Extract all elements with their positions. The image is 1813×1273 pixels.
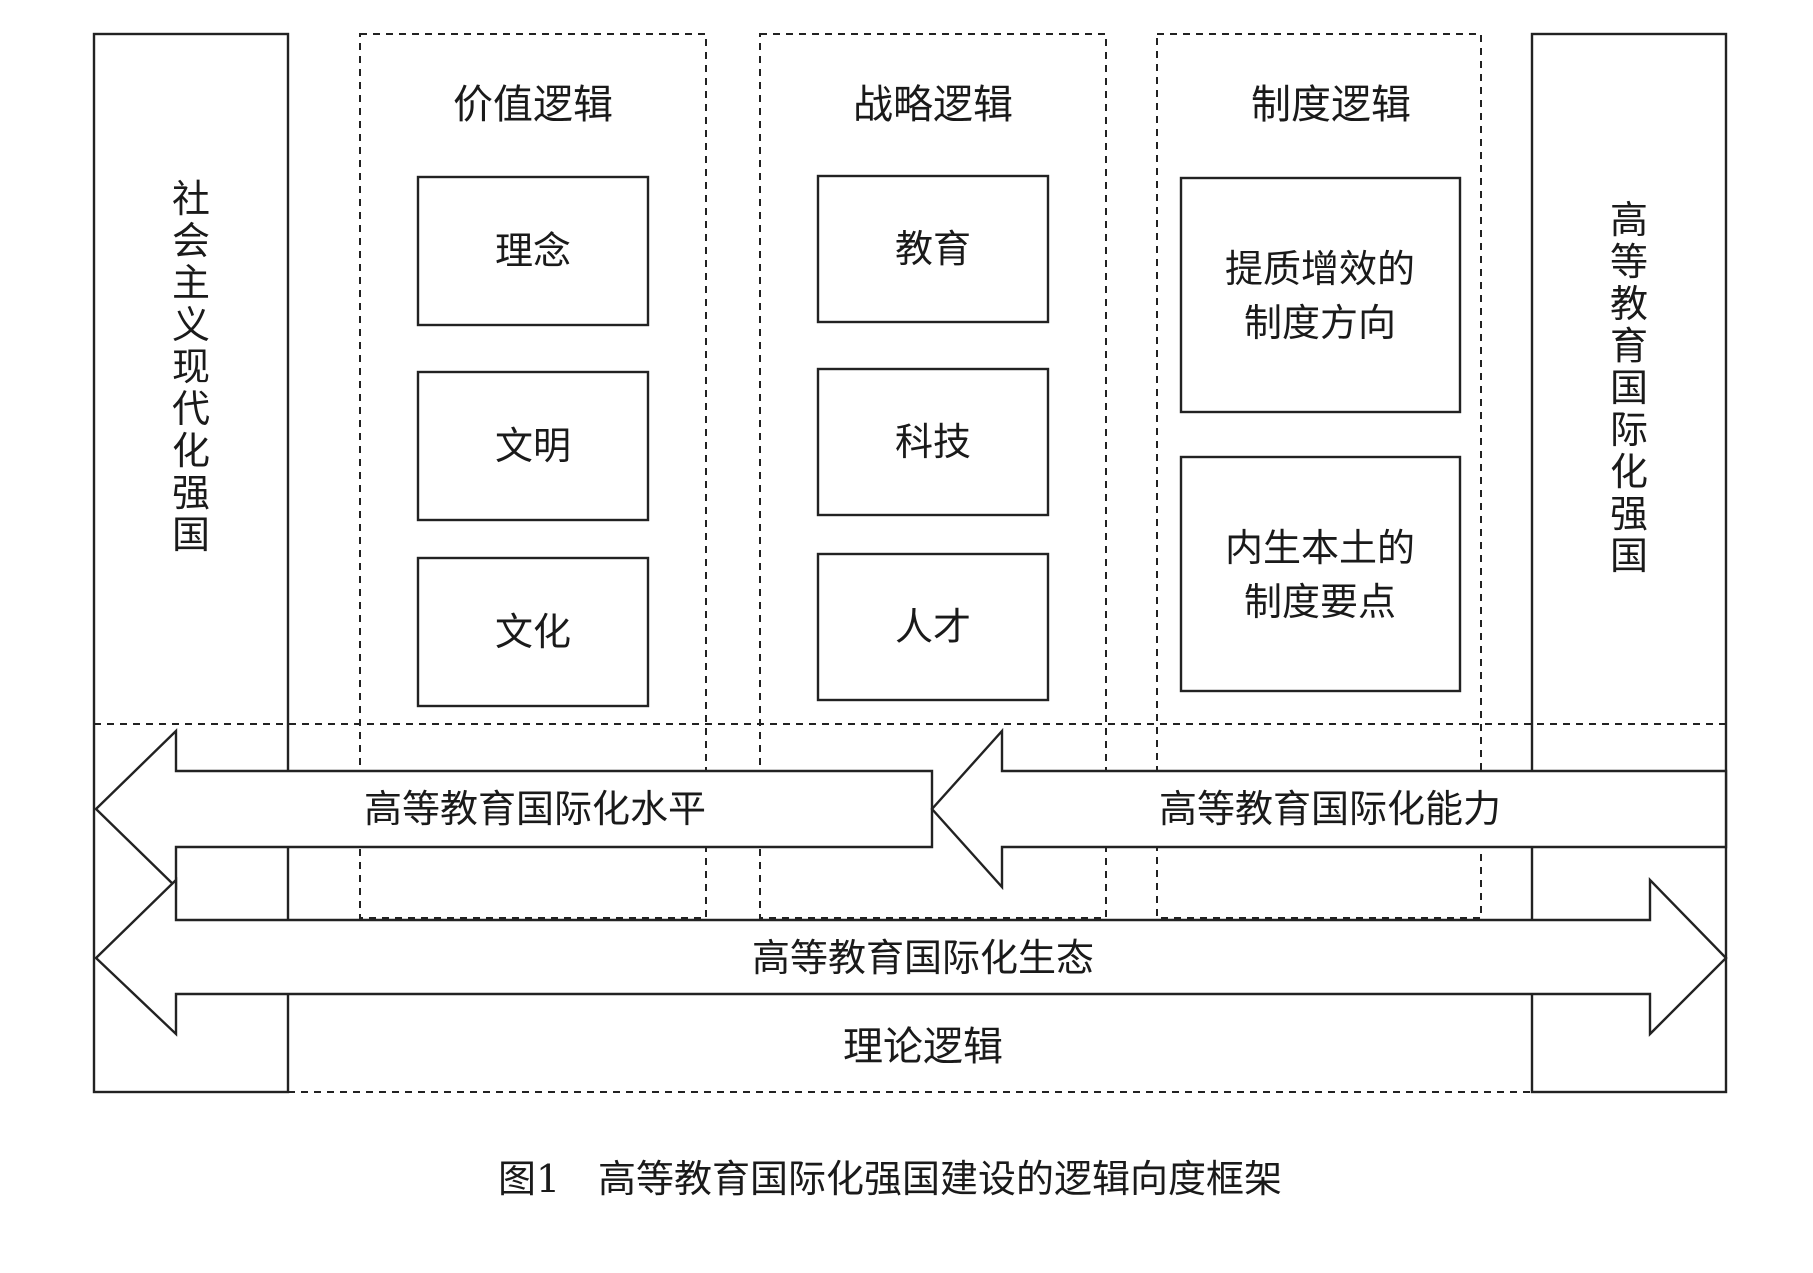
value-logic-column — [359, 33, 707, 919]
box-talent-label: 人才 — [895, 605, 971, 649]
theory-logic-label: 理论逻辑 — [843, 1024, 1003, 1070]
box-quality-efficiency-line2: 制度方向 — [1244, 301, 1396, 345]
box-civilization-label: 文明 — [495, 424, 571, 468]
box-concept-label: 理念 — [495, 229, 571, 273]
strategy-logic-column — [759, 33, 1107, 919]
box-education-label: 教育 — [895, 227, 971, 271]
capacity-arrow-label: 高等教育国际化能力 — [1159, 787, 1501, 831]
figure-caption: 高等教育国际化强国建设的逻辑向度框架 — [598, 1157, 1282, 1201]
box-culture-label: 文化 — [495, 610, 571, 654]
box-endogenous-local-line1: 内生本土的 — [1225, 526, 1415, 570]
ecology-arrow — [94, 877, 1728, 1037]
level-arrow — [94, 728, 934, 890]
box-concept — [416, 175, 650, 327]
box-science-technology-label: 科技 — [895, 420, 971, 464]
box-civilization — [416, 370, 650, 522]
left-pillar-label: 社会主义现代化强国 — [172, 177, 210, 557]
institution-logic-column — [1156, 33, 1482, 919]
box-endogenous-local — [1179, 455, 1462, 693]
box-talent — [816, 552, 1050, 702]
box-science-technology — [816, 367, 1050, 517]
institution-logic-heading: 制度逻辑 — [1251, 82, 1411, 128]
box-quality-efficiency — [1179, 176, 1462, 414]
box-quality-efficiency-line1: 提质增效的 — [1225, 247, 1415, 291]
left-pillar-frame — [92, 32, 290, 1094]
box-education — [816, 174, 1050, 324]
box-endogenous-local-line2: 制度要点 — [1244, 580, 1396, 624]
value-logic-heading: 价值逻辑 — [453, 82, 613, 128]
ecology-arrow-label: 高等教育国际化生态 — [752, 936, 1094, 980]
right-pillar-label: 高等教育国际化强国 — [1610, 198, 1648, 578]
figure-number: 图1 — [498, 1157, 560, 1201]
capacity-arrow — [930, 727, 1728, 891]
right-pillar-frame — [1530, 32, 1728, 1094]
box-culture — [416, 556, 650, 708]
level-arrow-label: 高等教育国际化水平 — [364, 787, 706, 831]
strategy-logic-heading: 战略逻辑 — [853, 82, 1013, 128]
